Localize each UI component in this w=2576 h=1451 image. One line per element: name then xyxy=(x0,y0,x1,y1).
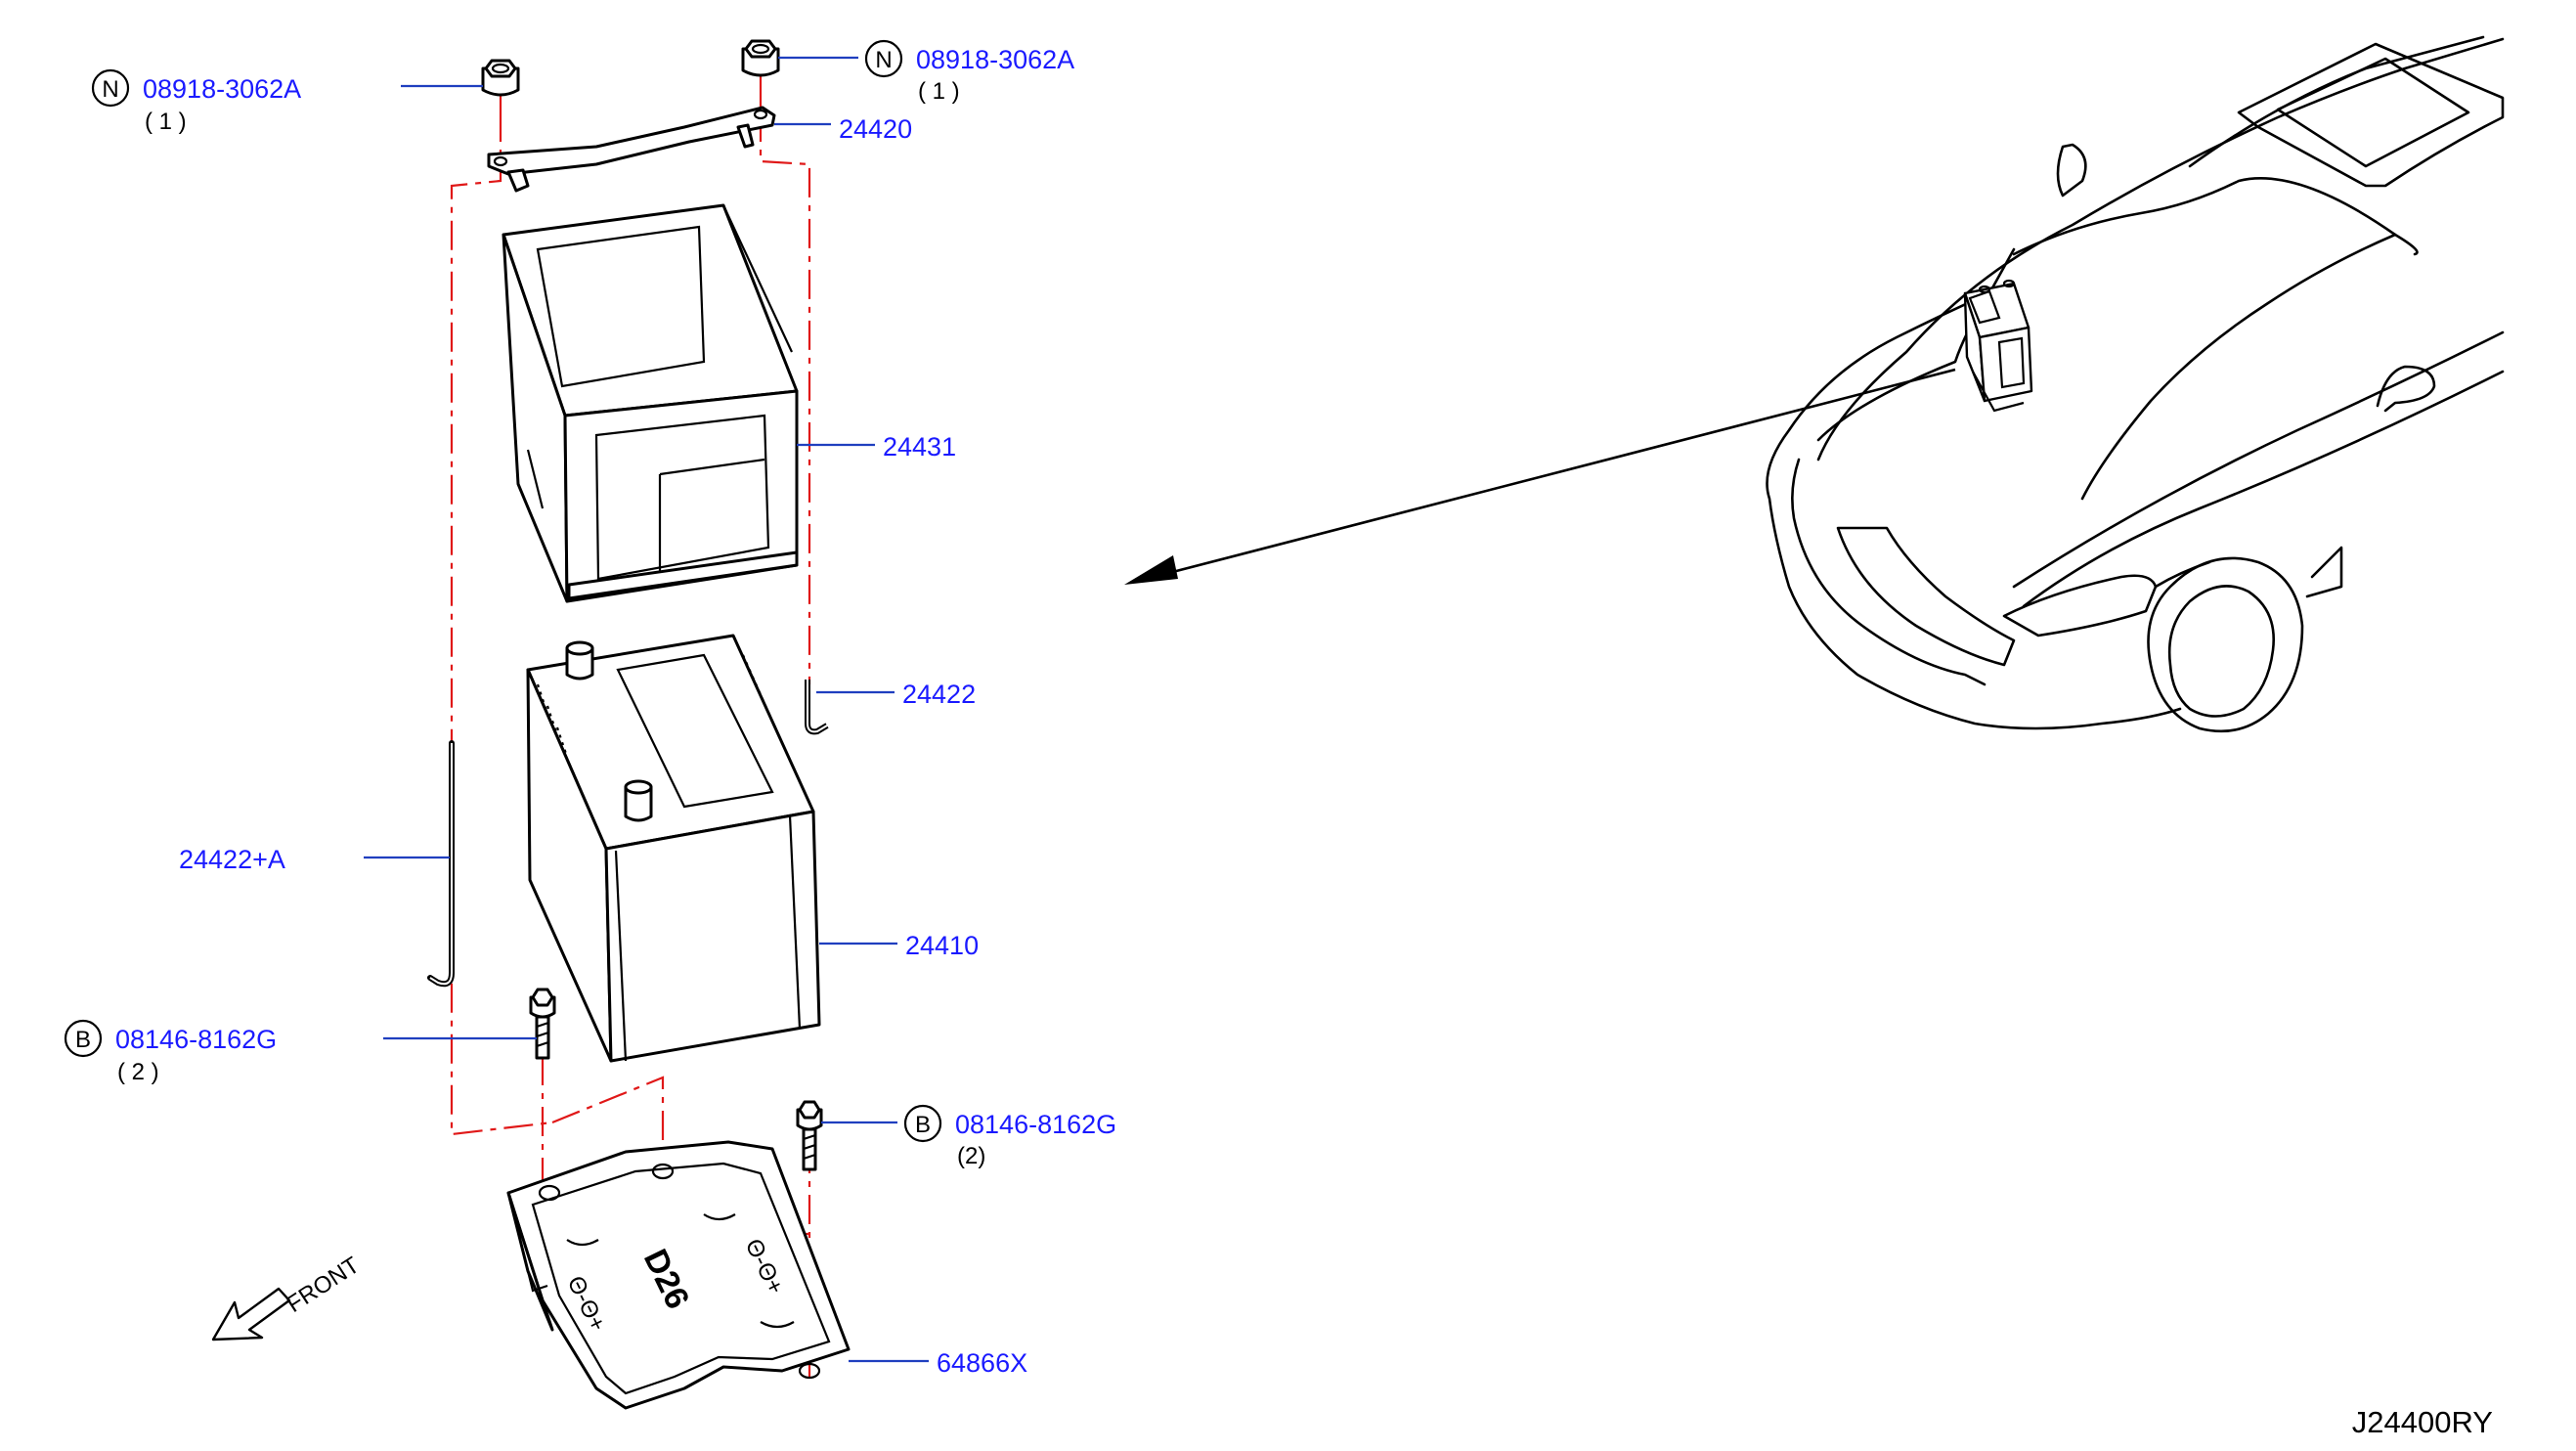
svg-text:N: N xyxy=(102,76,118,103)
hex-nut-left xyxy=(481,59,520,97)
quantity-label: ( 1 ) xyxy=(918,78,960,105)
part-number-label: 08146-8162G xyxy=(115,1025,277,1054)
svg-text:B: B xyxy=(75,1027,91,1053)
location-arrow xyxy=(1124,368,1956,585)
vehicle-outline xyxy=(1766,35,2505,733)
callout-rod-long: 24422+A xyxy=(179,845,285,874)
bolt-right xyxy=(796,1100,823,1171)
callout-nut-right: N 08918-3062A ( 1 ) xyxy=(864,39,1074,105)
part-number-label: 08146-8162G xyxy=(955,1110,1116,1139)
callout-bolt-right: B 08146-8162G (2) xyxy=(903,1104,1116,1169)
leader-lines xyxy=(364,56,929,1363)
front-direction-indicator: FRONT xyxy=(211,1252,365,1341)
bolt-left xyxy=(529,988,556,1060)
hold-down-rod-short xyxy=(805,680,829,735)
hold-down-frame xyxy=(487,106,776,193)
battery-terminal-front xyxy=(624,779,653,822)
quantity-label: ( 1 ) xyxy=(145,109,187,135)
battery-insulator-cover xyxy=(502,203,799,603)
diagram-code: J24400RY xyxy=(2352,1405,2493,1439)
svg-text:B: B xyxy=(915,1112,931,1138)
svg-text:N: N xyxy=(875,47,892,73)
callout-rod-short: 24422 xyxy=(902,680,976,709)
quantity-label: ( 2 ) xyxy=(117,1059,159,1085)
callout-cover: 24431 xyxy=(883,432,956,462)
part-number-label: 08918-3062A xyxy=(143,74,301,104)
hold-down-rod-long xyxy=(427,740,455,988)
callout-frame: 24420 xyxy=(839,114,912,144)
front-label: FRONT xyxy=(283,1252,365,1318)
callout-nut-left: N 08918-3062A ( 1 ) xyxy=(91,68,301,135)
callout-battery: 24410 xyxy=(905,931,979,960)
battery-location-inset xyxy=(1963,279,2033,413)
hex-nut-right xyxy=(741,39,780,77)
battery-terminal-rear xyxy=(565,640,594,681)
battery-tray: D26 Θ-Θ+ Θ-Θ+ xyxy=(506,1140,851,1410)
quantity-label: (2) xyxy=(957,1143,985,1169)
battery xyxy=(526,634,821,1063)
callout-tray: 64866X xyxy=(937,1348,1027,1378)
part-number-label: 08918-3062A xyxy=(916,45,1074,74)
callout-bolt-left: B 08146-8162G ( 2 ) xyxy=(64,1019,277,1085)
